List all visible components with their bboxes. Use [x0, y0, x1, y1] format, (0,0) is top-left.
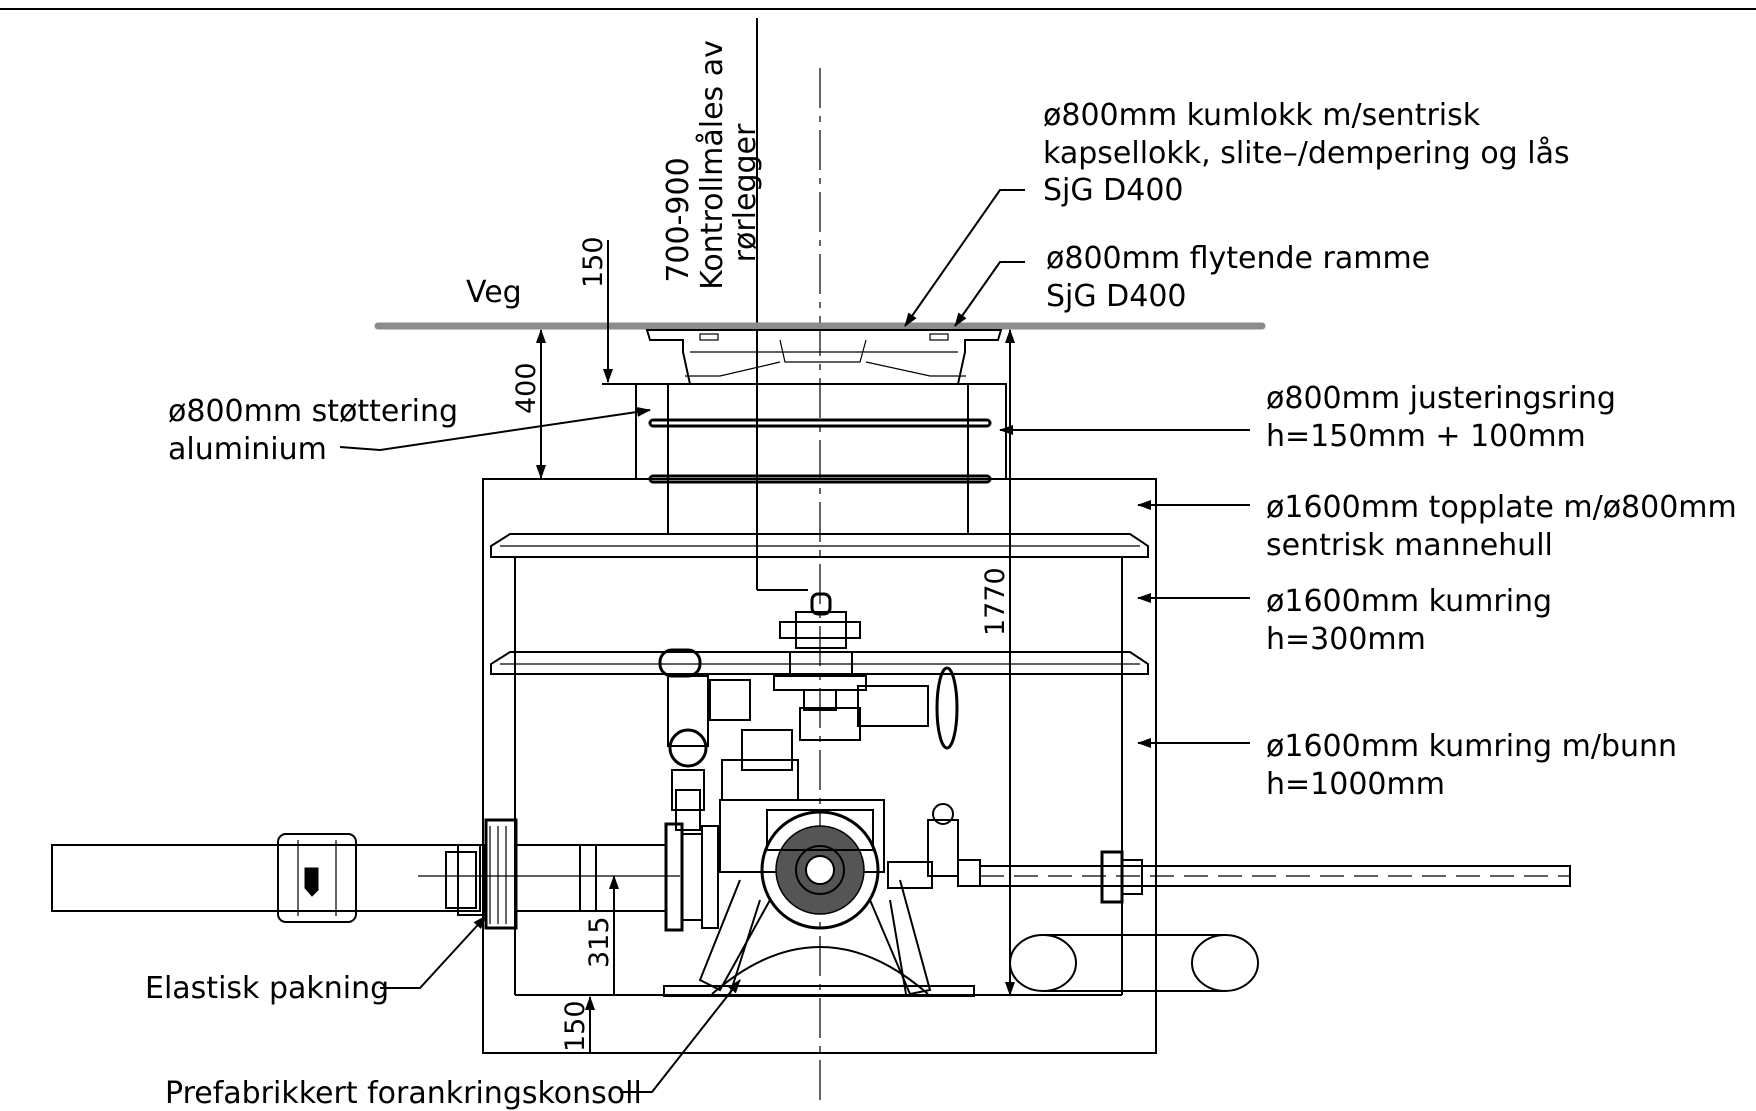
- label-pakning: Elastisk pakning: [145, 971, 389, 1006]
- dim-400: 400: [511, 362, 542, 414]
- label-kumring-2: h=300mm: [1266, 622, 1426, 657]
- label-kumlokk-2: kapsellokk, slite–/dempering og lås: [1043, 136, 1570, 171]
- label-kumlokk-3: SjG D400: [1043, 173, 1184, 208]
- dimension-lines: [536, 240, 1015, 1052]
- flange: [664, 822, 719, 932]
- label-ramme-2: SjG D400: [1046, 279, 1187, 314]
- label-kontroll-1: 700-900: [661, 157, 696, 282]
- adjustment-rings: [602, 383, 1007, 533]
- outlet-pipe: [979, 850, 1571, 904]
- label-topplate-2: sentrisk mannehull: [1266, 528, 1553, 563]
- label-konsoll: Prefabrikkert forankringskonsoll: [165, 1076, 642, 1111]
- leader-lines: [339, 189, 1250, 1093]
- label-ramme-1: ø800mm flytende ramme: [1046, 241, 1430, 276]
- label-kumring-bunn-1: ø1600mm kumring m/bunn: [1266, 729, 1677, 764]
- label-kontroll-2: Kontrollmåles av: [695, 40, 730, 290]
- manhole-cover: [645, 329, 1003, 385]
- label-kontroll-3: rørlegger: [728, 123, 763, 262]
- dim-150-bottom: 150: [560, 1000, 591, 1052]
- label-stottering-2: aluminium: [168, 432, 327, 467]
- dim-1770: 1770: [980, 567, 1011, 636]
- label-justering-2: h=150mm + 100mm: [1266, 419, 1586, 454]
- label-justering-1: ø800mm justeringsring: [1266, 381, 1616, 416]
- label-topplate-1: ø1600mm topplate m/ø800mm: [1266, 490, 1737, 525]
- label-kumring-bunn-2: h=1000mm: [1266, 767, 1445, 802]
- valve-assembly: [658, 592, 981, 997]
- label-veg: Veg: [466, 275, 522, 310]
- inlet-pipe: [51, 818, 680, 930]
- label-stottering-1: ø800mm støttering: [168, 394, 458, 429]
- label-kumlokk-1: ø800mm kumlokk m/sentrisk: [1043, 98, 1481, 133]
- dim-150-top: 150: [578, 236, 609, 288]
- label-kumring-1: ø1600mm kumring: [1266, 584, 1552, 619]
- dim-315: 315: [584, 916, 615, 968]
- drain-pipe: [1009, 934, 1259, 992]
